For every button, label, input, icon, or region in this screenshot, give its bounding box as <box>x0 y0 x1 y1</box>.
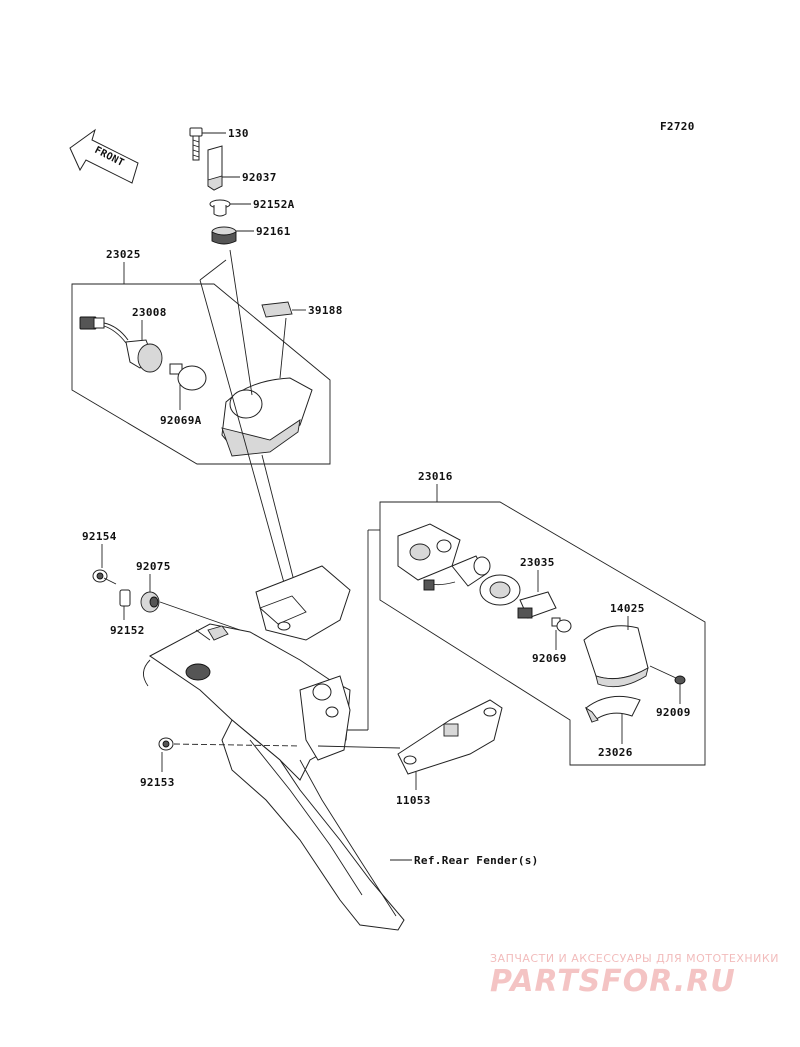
label-130: 130 <box>228 127 249 140</box>
label-92152A: 92152A <box>253 198 295 211</box>
label-11053: 11053 <box>396 794 431 807</box>
bracket-92037 <box>207 145 223 191</box>
collar-92152 <box>119 589 131 607</box>
collar-92152A <box>209 199 231 217</box>
bolt-130 <box>189 127 203 161</box>
figure-code: F2720 <box>660 120 695 133</box>
socket-23035 <box>517 591 557 619</box>
label-92009: 92009 <box>656 706 691 719</box>
tail-light-ring <box>479 574 521 606</box>
socket-23008 <box>79 316 163 373</box>
grommet-92075 <box>140 591 160 613</box>
lens-14025 <box>583 625 649 688</box>
label-23026: 23026 <box>598 746 633 759</box>
label-92152: 92152 <box>110 624 145 637</box>
front-arrow-icon: FRONT <box>69 128 139 184</box>
label-92069A: 92069A <box>160 414 202 427</box>
watermark-logo: PARTSFOR.RU <box>490 964 736 999</box>
ref-rear-fender-label: Ref.Rear Fender(s) <box>414 854 539 867</box>
label-sticker-39188 <box>261 301 293 318</box>
assembly-box-23025 <box>71 283 331 465</box>
bulb-92069A <box>169 363 207 391</box>
grommet-92161 <box>211 226 237 245</box>
label-23016: 23016 <box>418 470 453 483</box>
label-23025: 23025 <box>106 248 141 261</box>
label-92037: 92037 <box>242 171 277 184</box>
label-92069: 92069 <box>532 652 567 665</box>
screw-92153 <box>158 737 174 751</box>
label-92153: 92153 <box>140 776 175 789</box>
label-23008: 23008 <box>132 306 167 319</box>
label-92154: 92154 <box>82 530 117 543</box>
label-92075: 92075 <box>136 560 171 573</box>
bulb-92069 <box>551 617 572 633</box>
tail-light-socket <box>423 555 491 591</box>
label-39188: 39188 <box>308 304 343 317</box>
rear-fender <box>143 565 405 931</box>
label-23035: 23035 <box>520 556 555 569</box>
screw-92154 <box>92 569 117 585</box>
watermark-subtitle: ЗАПЧАСТИ И АКСЕССУАРЫ ДЛЯ МОТОТЕХНИКИ <box>490 952 779 965</box>
bracket-11053 <box>397 699 503 775</box>
cover-23026 <box>584 695 641 723</box>
tail-light-base <box>397 523 461 581</box>
assembly-box-23016 <box>379 501 706 766</box>
turn-signal-housing <box>221 377 313 457</box>
screw-92009 <box>649 665 686 685</box>
label-92161: 92161 <box>256 225 291 238</box>
label-14025: 14025 <box>610 602 645 615</box>
